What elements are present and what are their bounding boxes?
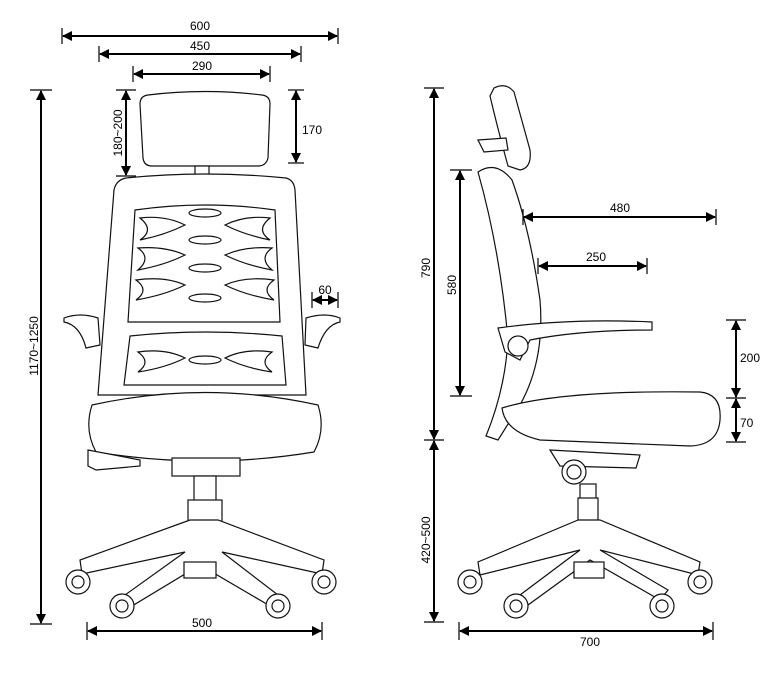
mechanism (171, 457, 241, 477)
right-armrest (304, 314, 341, 349)
side-seat (501, 391, 721, 447)
dim-overall-width: 600 (61, 19, 339, 44)
dim-label: 60 (318, 283, 332, 297)
side-base (477, 519, 701, 606)
dim-headrest-height: 170 (288, 89, 322, 164)
dim-label: 600 (190, 19, 210, 33)
dim-label: 580 (445, 275, 459, 295)
tilt-knob (561, 459, 587, 485)
dim-label: 200 (740, 351, 760, 365)
dim-headrest-adjust: 180~200 (111, 89, 136, 177)
dim-headrest-width: 290 (132, 59, 271, 82)
front-view-chair (63, 90, 341, 619)
dim-back-width: 450 (98, 39, 302, 62)
dim-label: 70 (740, 416, 754, 430)
dim-base-width: 500 (86, 616, 323, 640)
dim-label: 500 (192, 616, 212, 630)
dim-overall-height: 1170~1250 (27, 89, 52, 625)
dim-armrest-width: 60 (311, 283, 339, 308)
dim-armrest-height: 200 (726, 319, 760, 399)
headrest (139, 90, 271, 167)
side-headrest (489, 85, 531, 171)
dim-base-depth: 700 (458, 622, 714, 649)
dim-label: 420~500 (419, 516, 433, 563)
backrest-mesh-pattern (134, 208, 276, 373)
side-casters (457, 561, 713, 619)
dim-label: 1170~1250 (27, 316, 41, 376)
dim-label: 170 (302, 123, 322, 137)
casters (65, 561, 337, 619)
dim-backrest-height: 580 (445, 169, 472, 397)
dim-label: 790 (419, 258, 433, 278)
dim-label: 250 (586, 250, 606, 264)
dim-seat-depth: 480 (522, 201, 717, 225)
side-view-chair (457, 85, 721, 619)
left-armrest (63, 314, 101, 349)
tilt-lever (87, 449, 141, 471)
dim-label: 700 (580, 635, 600, 649)
dim-seat-height: 420~500 (419, 440, 444, 623)
dim-floor-to-top-of-seat: 790 (419, 87, 444, 441)
dim-label: 290 (192, 59, 212, 73)
dim-label: 480 (610, 201, 630, 215)
side-armrest (497, 320, 653, 361)
side-backrest (477, 166, 542, 441)
backrest (97, 173, 307, 396)
dim-label: 450 (190, 39, 210, 53)
arm-pivot (507, 335, 529, 357)
seat (88, 391, 322, 462)
dim-armrest-length: 250 (537, 250, 648, 274)
dim-seat-thickness: 70 (726, 398, 754, 443)
dim-label: 180~200 (111, 109, 125, 156)
